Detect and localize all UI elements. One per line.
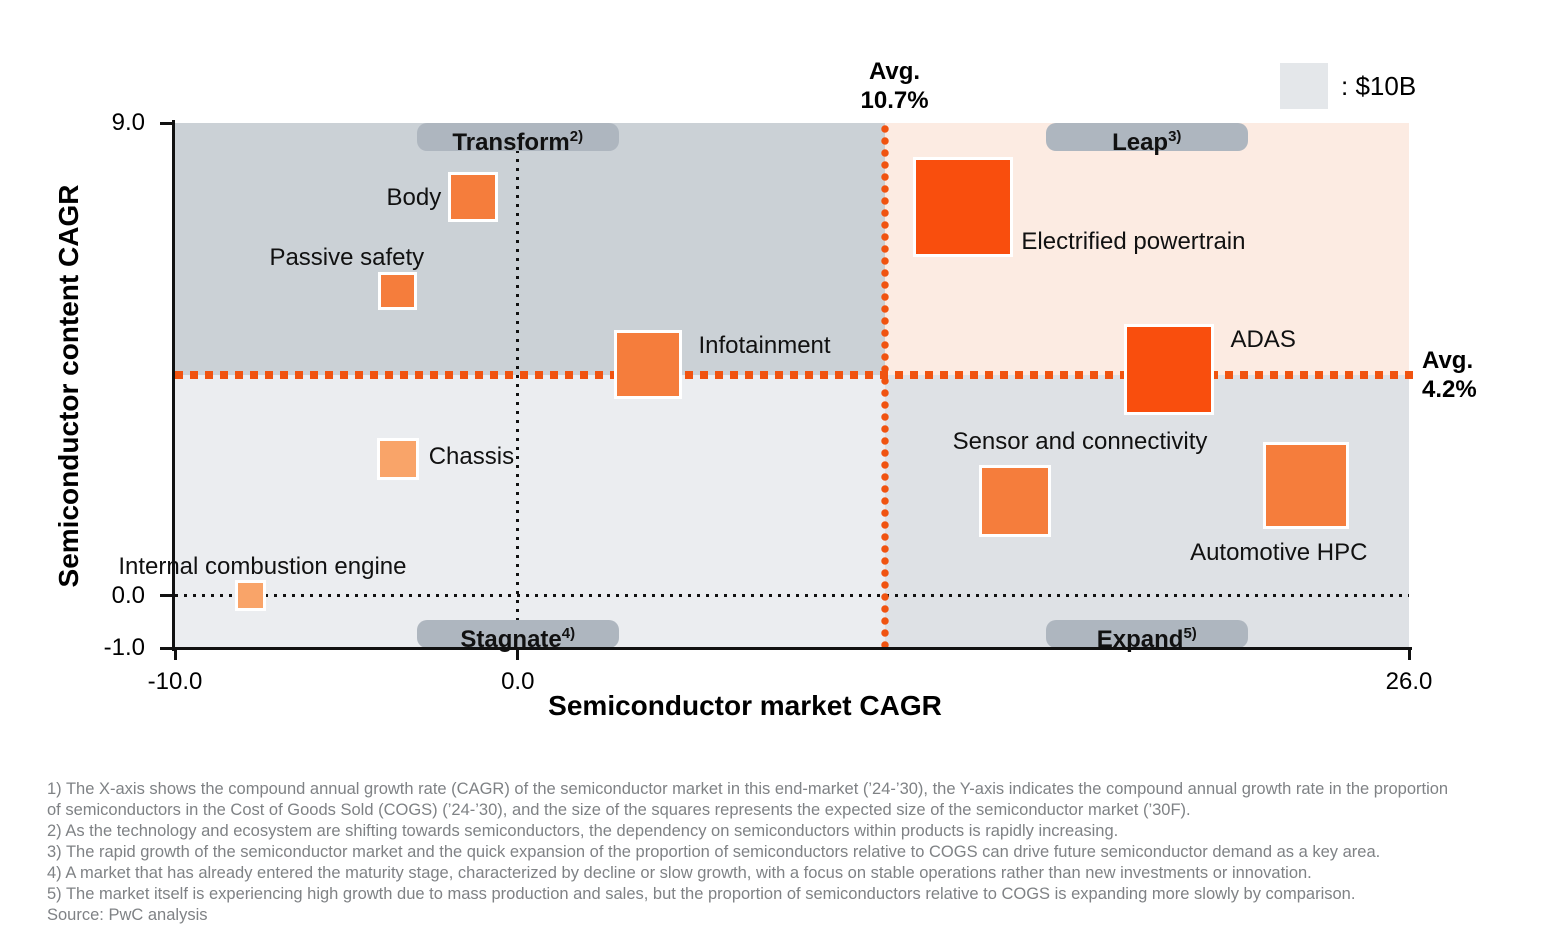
- x-tick-label: 0.0: [501, 668, 535, 695]
- data-square-infotainment: [613, 330, 683, 399]
- legend-size-swatch: [1280, 63, 1328, 109]
- quadrant-pill-leap: Leap3): [1045, 123, 1248, 156]
- quadrant-pill-stagnate: Stagnate4): [416, 620, 619, 653]
- data-label-body: Body: [386, 183, 442, 211]
- data-label-passive-safety: Passive safety: [269, 243, 425, 271]
- y-tick: [160, 594, 175, 597]
- quadrant-bottom-left: [175, 375, 885, 648]
- data-label-infotainment: Infotainment: [698, 332, 831, 360]
- quadrant-pill-text: Transform: [452, 129, 570, 156]
- y-axis-line: [172, 120, 175, 651]
- x-tick: [516, 650, 520, 660]
- data-label-chassis: Chassis: [428, 443, 515, 470]
- avg-y-line: [175, 371, 1415, 379]
- footnote-line: 3) The rapid growth of the semiconductor…: [47, 843, 1381, 861]
- size-legend: : $10B: [1280, 63, 1416, 109]
- x-axis-line: [172, 647, 1412, 650]
- y-tick-label: 9.0: [111, 109, 145, 136]
- footnote-line: 5) The market itself is experiencing hig…: [47, 885, 1356, 903]
- quadrant-pill-footnote-ref: 5): [1183, 625, 1197, 642]
- data-label-internal-combustion-engine: Internal combustion engine: [118, 552, 407, 580]
- x-axis-title: Semiconductor market CAGR: [548, 690, 942, 721]
- y-tick: [160, 646, 175, 650]
- data-square-automotive-hpc: [1262, 441, 1350, 529]
- y-tick: [160, 121, 175, 125]
- quadrant-pill-transform: Transform2): [416, 123, 619, 156]
- x-tick: [173, 650, 177, 660]
- quadrant-pill-expand: Expand5): [1045, 620, 1248, 653]
- data-label-automotive-hpc: Automotive HPC: [1190, 538, 1368, 566]
- footnote-line: 4) A market that has already entered the…: [47, 864, 1312, 882]
- avg-y-label-line2: 4.2%: [1422, 376, 1477, 403]
- avg-x-label: Avg. 10.7%: [815, 57, 975, 115]
- avg-x-line: [880, 123, 889, 648]
- data-square-passive-safety: [378, 271, 418, 311]
- footnote-source: Source: PwC analysis: [47, 906, 208, 924]
- data-square-internal-combustion-engine: [234, 579, 267, 612]
- data-square-sensor-and-connectivity: [978, 464, 1052, 538]
- avg-y-label: Avg. 4.2%: [1422, 346, 1477, 404]
- data-label-electrified-powertrain: Electrified powertrain: [1021, 228, 1246, 255]
- data-square-chassis: [376, 438, 419, 480]
- quadrant-pill-text: Leap: [1112, 129, 1169, 156]
- quadrant-top-left: [175, 123, 885, 375]
- data-square-body: [448, 171, 499, 222]
- footnotes: 1) The X-axis shows the compound annual …: [47, 779, 1448, 926]
- avg-x-label-line2: 10.7%: [860, 87, 929, 114]
- avg-x-label-line1: Avg.: [868, 58, 921, 85]
- y-tick-label: -1.0: [103, 634, 145, 661]
- quadrant-pill-footnote-ref: 4): [561, 625, 576, 642]
- footnote-line: 1) The X-axis shows the compound annual …: [47, 780, 1449, 798]
- data-label-sensor-and-connectivity: Sensor and connectivity: [952, 427, 1208, 455]
- x-tick-label: 26.0: [1385, 668, 1433, 695]
- legend-size-label: : $10B: [1341, 70, 1417, 101]
- footnote-line: 2) As the technology and ecosystem are s…: [47, 822, 1119, 840]
- data-square-electrified-powertrain: [913, 157, 1014, 257]
- zero-x-line: [516, 123, 520, 648]
- y-tick-label: 0.0: [111, 581, 145, 609]
- data-label-adas: ADAS: [1230, 326, 1296, 354]
- zero-y-line: [175, 594, 1409, 597]
- x-tick: [1407, 650, 1411, 660]
- x-tick-label: -10.0: [147, 668, 203, 695]
- quadrant-pill-footnote-ref: 3): [1168, 128, 1182, 145]
- data-square-adas: [1123, 324, 1215, 416]
- avg-y-label-line1: Avg.: [1422, 347, 1474, 374]
- quadrant-pill-footnote-ref: 2): [569, 128, 584, 145]
- footnote-line: of semiconductors in the Cost of Goods S…: [47, 801, 1191, 819]
